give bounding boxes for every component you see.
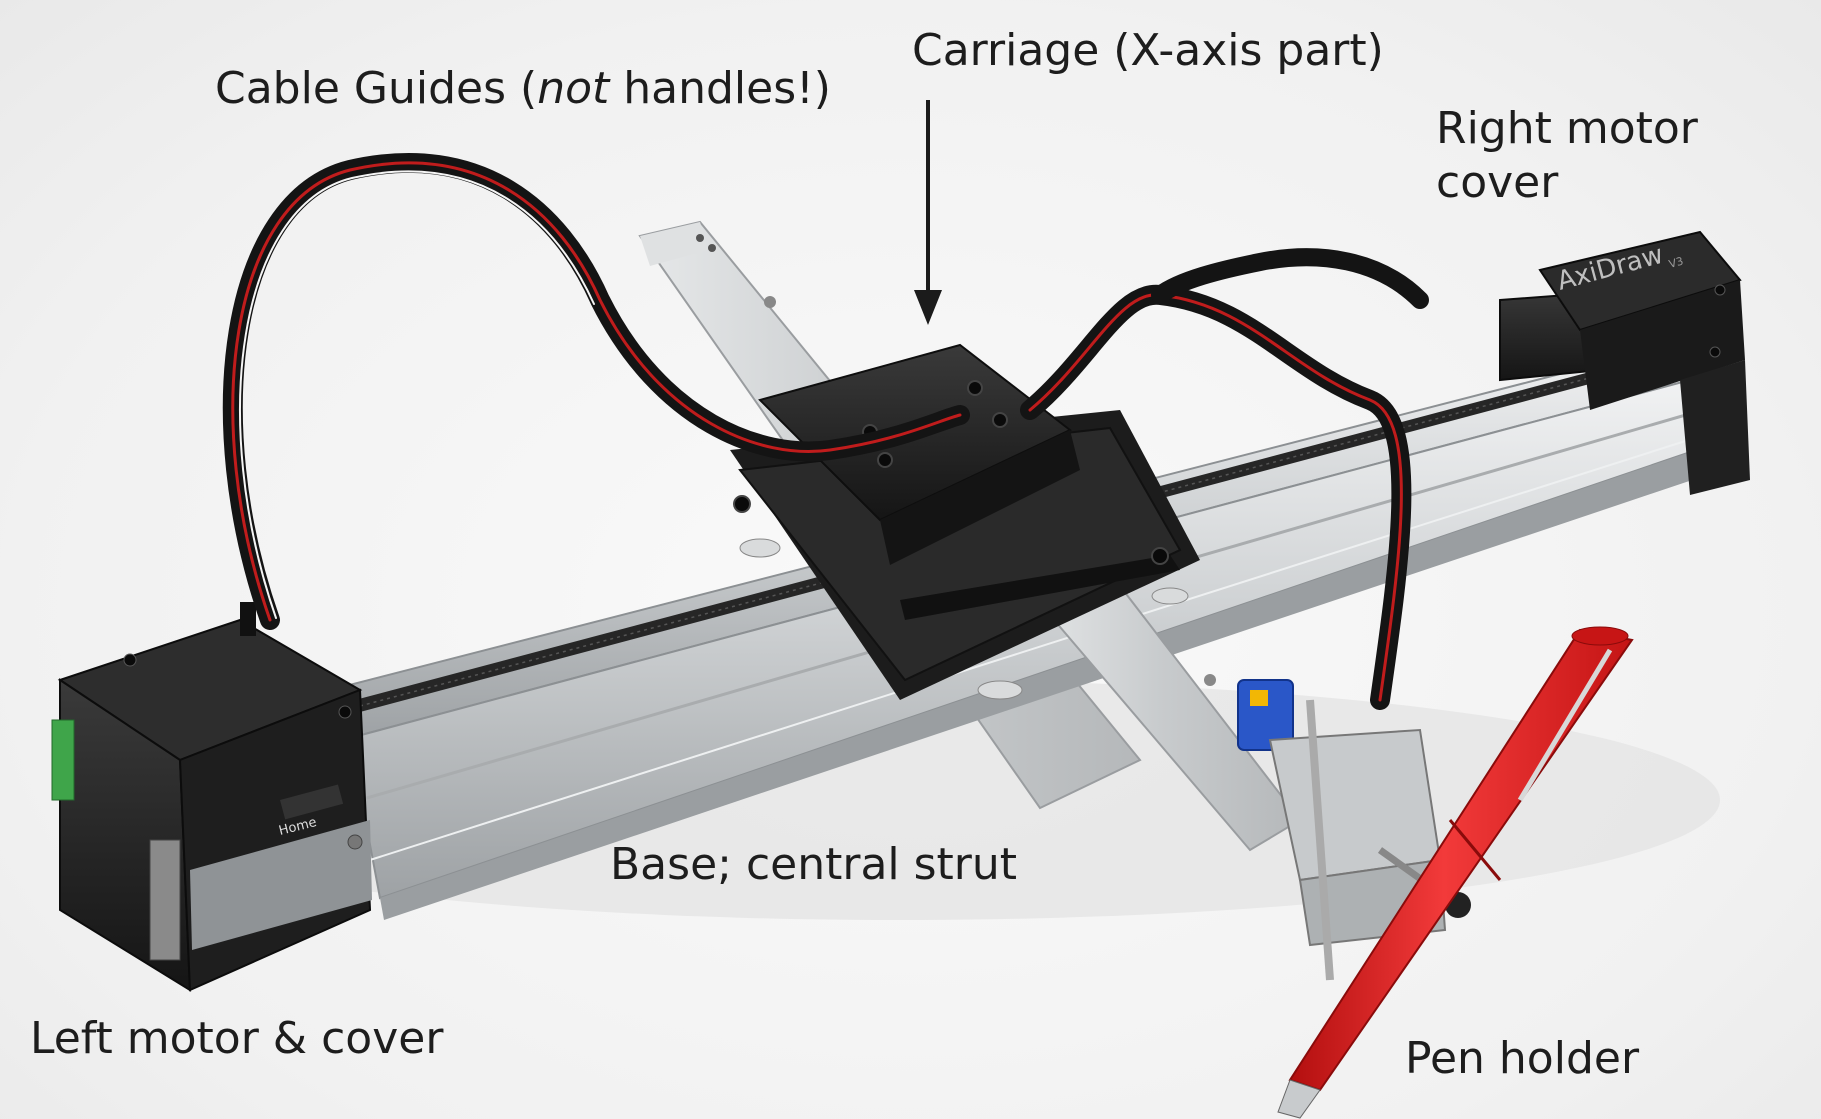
axidraw-version: V3 xyxy=(1667,255,1684,271)
ribbon-cables xyxy=(222,152,1429,710)
cable-guides-note-open: ( xyxy=(520,63,538,114)
label-left-motor-cover: Left motor & cover xyxy=(30,1013,444,1064)
label-carriage: Carriage (X-axis part) xyxy=(912,25,1384,76)
cable-guides-note-italic: not xyxy=(537,63,610,114)
carriage-pointer-arrow xyxy=(914,100,942,325)
label-pen-holder: Pen holder xyxy=(1405,1033,1640,1084)
carriage xyxy=(730,343,1200,700)
cable-guides-note: (not handles!) xyxy=(520,63,831,114)
left-motor: Home xyxy=(51,602,372,992)
green-connector xyxy=(51,719,75,801)
pen xyxy=(1277,626,1634,1119)
cable-guides-note-rest: handles!) xyxy=(609,63,831,114)
right-motor: AxiDraw V3 xyxy=(1499,230,1750,495)
right-motor-line1: Right motor xyxy=(1436,103,1698,154)
right-motor-line2: cover xyxy=(1436,156,1559,208)
label-cable-guides: Cable Guides (not handles!) xyxy=(215,62,831,116)
cable-guides-text: Cable Guides xyxy=(215,63,507,114)
label-right-motor-cover: Right motor cover xyxy=(1436,102,1698,209)
label-base-central-strut: Base; central strut xyxy=(610,839,1018,890)
